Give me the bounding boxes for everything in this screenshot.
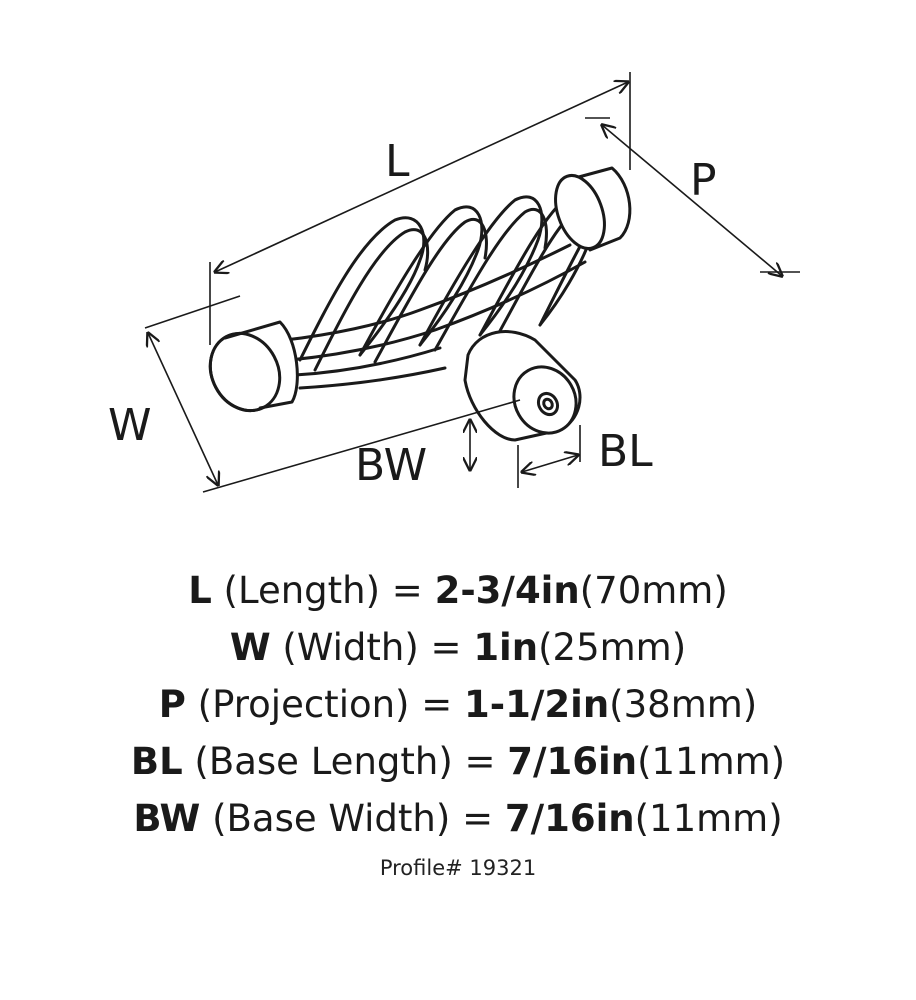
length-label: L — [385, 136, 410, 187]
spec-value: 7/16in — [507, 740, 638, 783]
spec-code: P — [158, 683, 186, 726]
base-post — [463, 330, 582, 442]
length-dimension-line — [215, 82, 628, 272]
width-extension-top — [144, 295, 241, 329]
spec-metric: (11mm) — [637, 740, 786, 783]
spec-value: 1in — [473, 626, 539, 669]
spec-code: BL — [130, 740, 183, 783]
spec-metric: (70mm) — [579, 569, 728, 612]
spec-value: 1-1/2in — [464, 683, 610, 726]
spec-base-width: BW (Base Width) = 7/16in(11mm) — [0, 790, 916, 847]
base-length-label: BL — [598, 426, 653, 477]
spec-metric: (38mm) — [609, 683, 758, 726]
spec-value: 2-3/4in — [434, 569, 580, 612]
spec-width: W (Width) = 1in(25mm) — [0, 619, 916, 676]
spec-name: (Length) = — [211, 569, 435, 612]
spec-name: (Projection) = — [185, 683, 465, 726]
dimension-lines — [144, 72, 800, 493]
projection-label: P — [690, 155, 717, 206]
spec-code: L — [188, 569, 212, 612]
spec-code: W — [229, 626, 271, 669]
width-dimension-line — [148, 333, 218, 485]
width-extension-bottom — [202, 399, 521, 493]
spec-code: BW — [133, 797, 201, 840]
left-end-cap — [208, 320, 299, 413]
spec-metric: (25mm) — [538, 626, 687, 669]
spec-projection: P (Projection) = 1-1/2in(38mm) — [0, 676, 916, 733]
spec-name: (Base Width) = — [200, 797, 505, 840]
dimension-specs: L (Length) = 2-3/4in(70mm) W (Width) = 1… — [0, 562, 916, 847]
spec-length: L (Length) = 2-3/4in(70mm) — [0, 562, 916, 619]
knob-illustration — [208, 166, 632, 442]
spec-metric: (11mm) — [634, 797, 783, 840]
spec-name: (Base Length) = — [182, 740, 508, 783]
width-label: W — [108, 400, 152, 451]
projection-dimension-line — [602, 125, 782, 276]
spec-base-length: BL (Base Length) = 7/16in(11mm) — [0, 733, 916, 790]
spec-value: 7/16in — [504, 797, 635, 840]
base-width-label: BW — [355, 440, 427, 491]
base-length-dimension-line — [522, 455, 578, 472]
right-end-cap — [554, 166, 632, 252]
knob-dimension-diagram: L P W BW BL — [108, 72, 800, 493]
spec-name: (Width) = — [270, 626, 474, 669]
profile-number: Profile# 19321 — [379, 856, 537, 880]
